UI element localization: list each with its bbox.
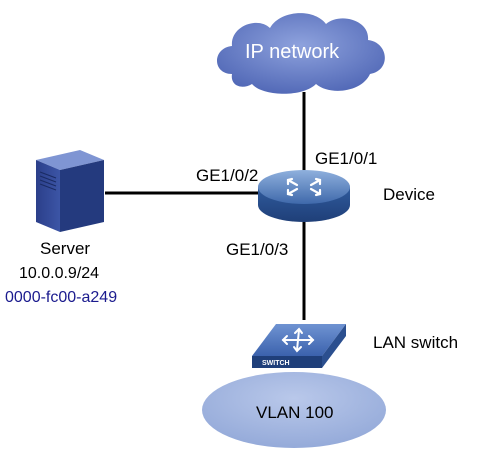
vlan-ellipse [202,372,386,448]
interface-label-lan-link: GE1/0/3 [226,240,289,259]
switch-icon: SWITCH [252,324,346,368]
cloud-icon [217,13,385,94]
device-label: Device [383,185,435,204]
cloud-label: IP network [245,41,340,63]
switch-badge: SWITCH [262,360,290,367]
server-icon [36,150,104,232]
server-label: Server [40,239,91,258]
server-ip: 10.0.0.9/24 [19,265,100,282]
interface-label-server-link: GE1/0/2 [196,166,259,185]
server-mac: 0000-fc00-a249 [5,289,118,306]
interface-label-uplink: GE1/0/1 [315,149,378,168]
router-icon [258,170,350,222]
vlan-label: VLAN 100 [256,403,334,422]
lan-switch-label: LAN switch [373,333,459,352]
